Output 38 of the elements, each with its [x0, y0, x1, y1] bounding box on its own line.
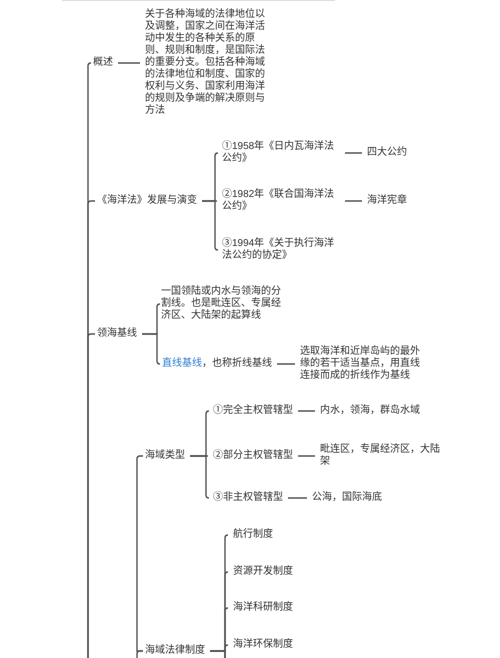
subtopic-label: ③非主权管辖型 — [213, 492, 283, 504]
connector-line — [277, 363, 295, 365]
connector-line — [209, 644, 229, 658]
note-text: 内水，领海，群岛水域 — [320, 405, 420, 417]
note-text: 公海，国际海底 — [312, 492, 382, 504]
subtopic-label: ②部分主权管辖型 — [213, 450, 293, 462]
note-text: 毗连区，专属经济区，大陆架 — [320, 444, 441, 468]
subtopic-label: ②1982年《联合国海洋法公约》 — [222, 189, 340, 213]
connector-line — [142, 333, 161, 365]
description-text: 选取海洋和近岸岛屿的最外缘的若干适当基点，用直线连接而成的折线作为基线 — [300, 346, 421, 382]
topic-label: 《海洋法》发展与演变 — [97, 195, 197, 207]
connector-line — [202, 200, 219, 251]
link: 直线基线 — [162, 358, 202, 369]
subtopic-label: 海洋环保制度 — [233, 639, 293, 651]
topic-label: 海域类型 — [145, 450, 185, 462]
subtopic-label: ③1994年《关于执行海洋法公约的协定》 — [222, 238, 340, 262]
connector-line — [345, 152, 362, 154]
connector-line — [136, 650, 143, 658]
description-text: 关于各种海域的法律地位以及调整，国家之间在海洋活动中发生的各种关系的原则、规则和制度，是国际法的重要分支。包括各种海域的法律地位和制度、国家的权利与义务、国家利用海洋的规则及争端的解决原则与方法 — [145, 9, 266, 117]
connector-line — [288, 497, 307, 499]
connector-line — [118, 62, 140, 64]
note-text: 海洋宪章 — [367, 195, 407, 207]
description-text: 一国领陆或内水与领海的分割线。也是毗连区、专属经济区、大陆架的起算线 — [161, 286, 282, 322]
connector-line — [190, 455, 210, 499]
subtopic-label: ①1958年《日内瓦海洋法公约》 — [222, 141, 340, 165]
subtopic-label: 海洋科研制度 — [233, 602, 293, 614]
connector-line — [298, 410, 315, 412]
connector-line — [345, 200, 362, 202]
subtopic-label: 资源开发制度 — [233, 566, 293, 578]
subtopic-label: ①完全主权管辖型 — [213, 405, 293, 417]
connector-line — [87, 333, 95, 658]
topic-label: 概述 — [93, 57, 113, 69]
topic-label: 海域法律制度 — [145, 645, 205, 657]
note-text: 四大公约 — [367, 147, 407, 159]
subtopic-label: 航行制度 — [233, 529, 273, 541]
topic-label: 领海基线 — [97, 328, 137, 340]
connector-line — [298, 455, 315, 457]
subtopic-label: ，也称折线基线 — [202, 358, 272, 369]
